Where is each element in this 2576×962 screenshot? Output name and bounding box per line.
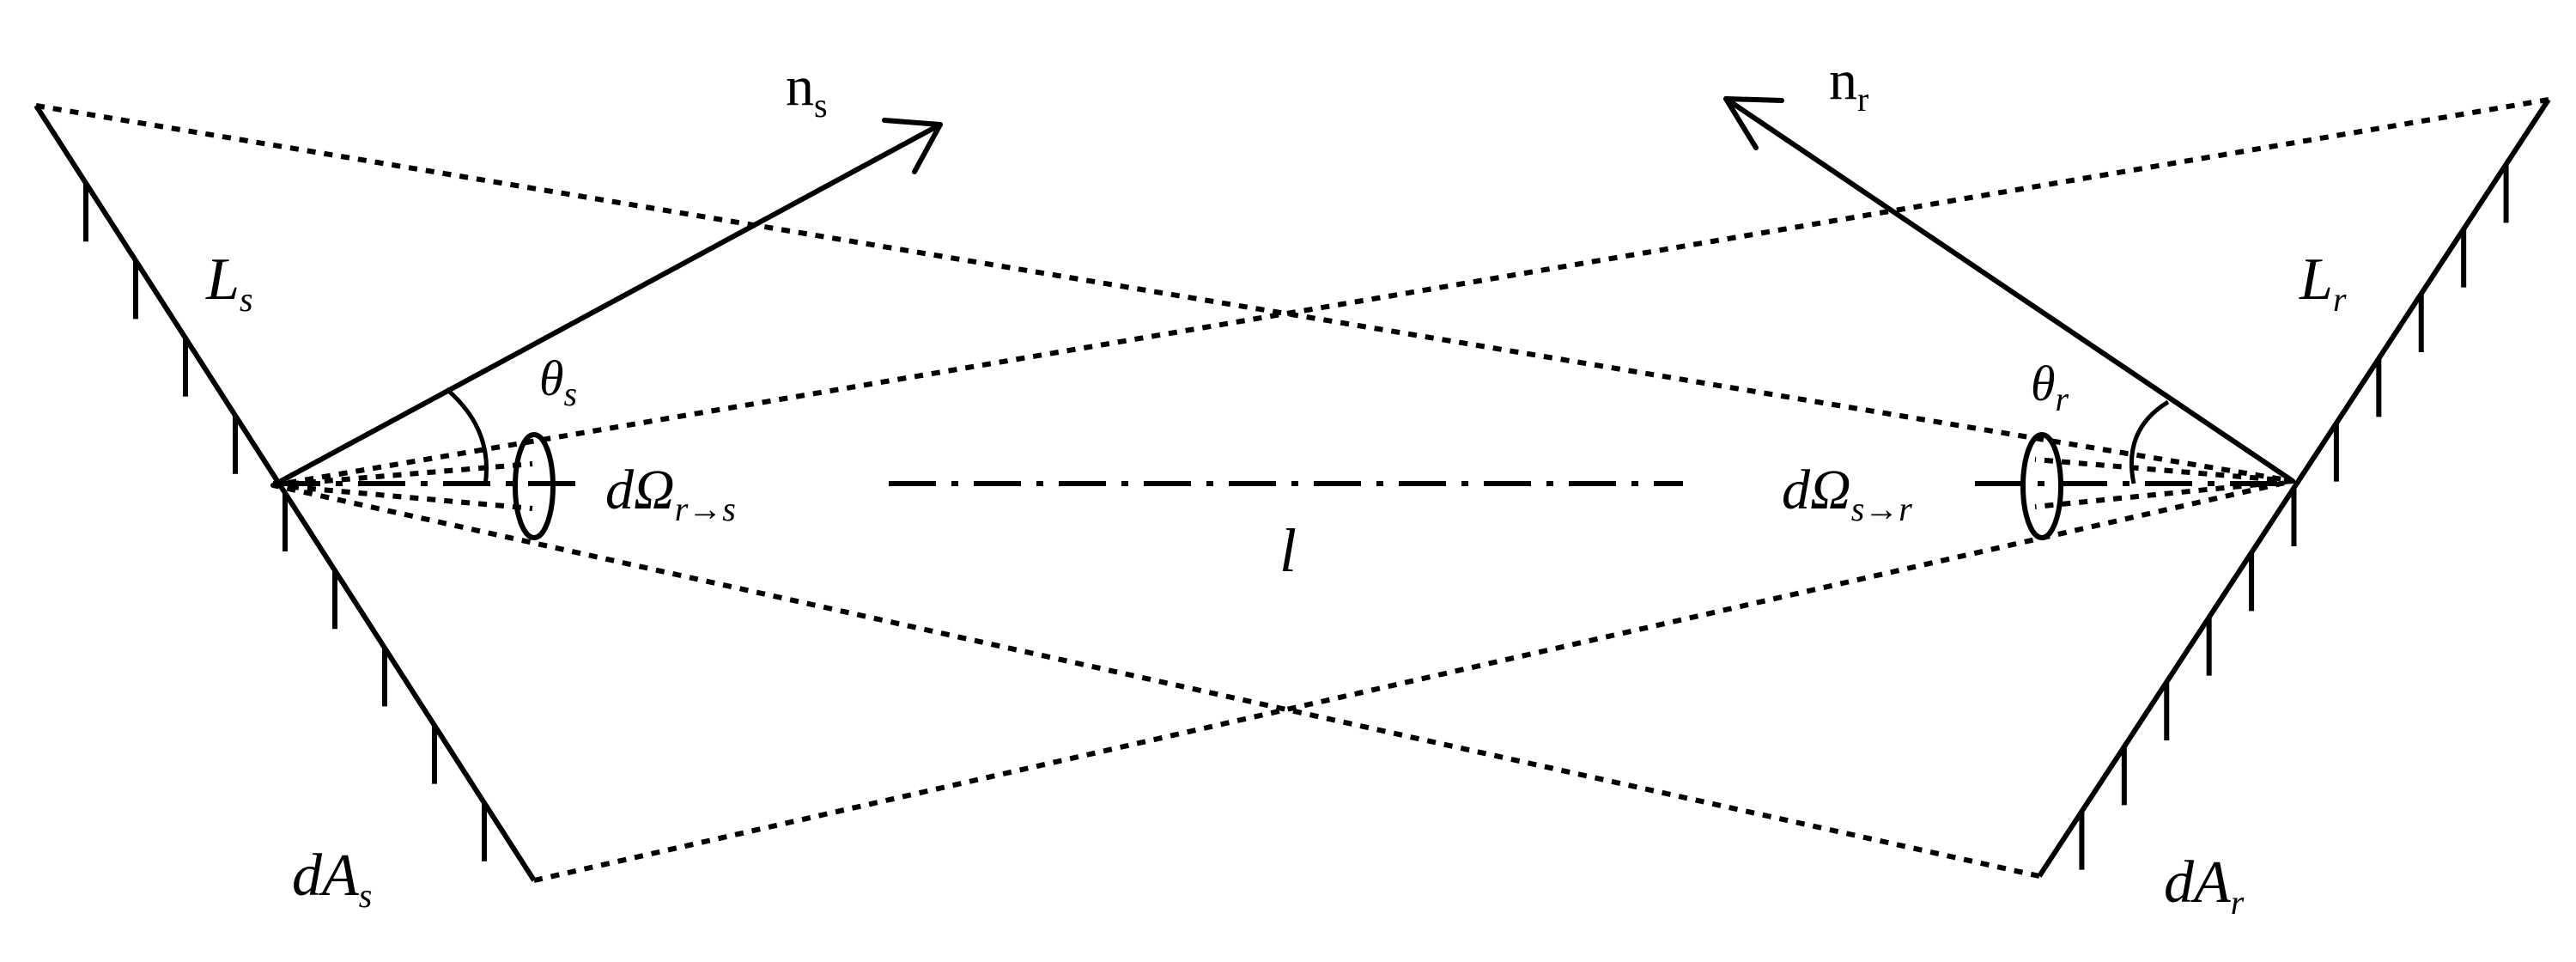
label-l: l [1279,516,1297,585]
edge-line-bottom-left-to-right-point [533,478,2293,883]
normals [270,96,2295,488]
solid-angle-ellipse-r [2020,432,2063,540]
label-theta-s: θs [539,350,577,413]
normal-s-line [270,122,943,488]
label-theta-r: θr [2031,356,2069,418]
label-dA-s: dAs [292,843,372,915]
label-dOmega-r-to-s: dΩr→s [605,459,736,528]
surface-s-hatching [83,183,487,862]
view-lines [35,97,2549,883]
cone-line-s-lower [272,483,533,511]
normal-r-line [1723,96,2295,484]
surface-r-hatching [2079,164,2509,870]
label-n-r: nr [1829,49,1868,119]
solid-angle-ellipse-s [513,432,556,540]
edge-line-top-left-to-right-point [35,103,2293,484]
edge-line-bottom-right-to-left-point [272,483,2040,879]
edge-line-top-right-to-left-point [272,97,2549,488]
surface-r [2037,98,2551,878]
theta-r-arc [2129,399,2170,484]
solid-angle-markers [513,432,2063,540]
cone-line-r-upper [2034,457,2293,484]
label-dOmega-s-to-r: dΩs→r [1782,459,1912,528]
angle-arcs [445,387,2170,486]
normal-s-arrowhead [882,118,943,174]
surface-s [33,104,537,882]
label-L-r: Lr [2299,247,2347,319]
label-n-s: ns [786,55,828,125]
theta-s-arc [445,387,489,486]
label-L-s: Ls [205,247,253,319]
normal-r-arrowhead [1723,96,1784,150]
labels: ns nr Ls Lr θs θr dΩr→s dΩs→r l dAs dAr [205,49,2347,922]
label-dA-r: dAr [2164,849,2245,922]
